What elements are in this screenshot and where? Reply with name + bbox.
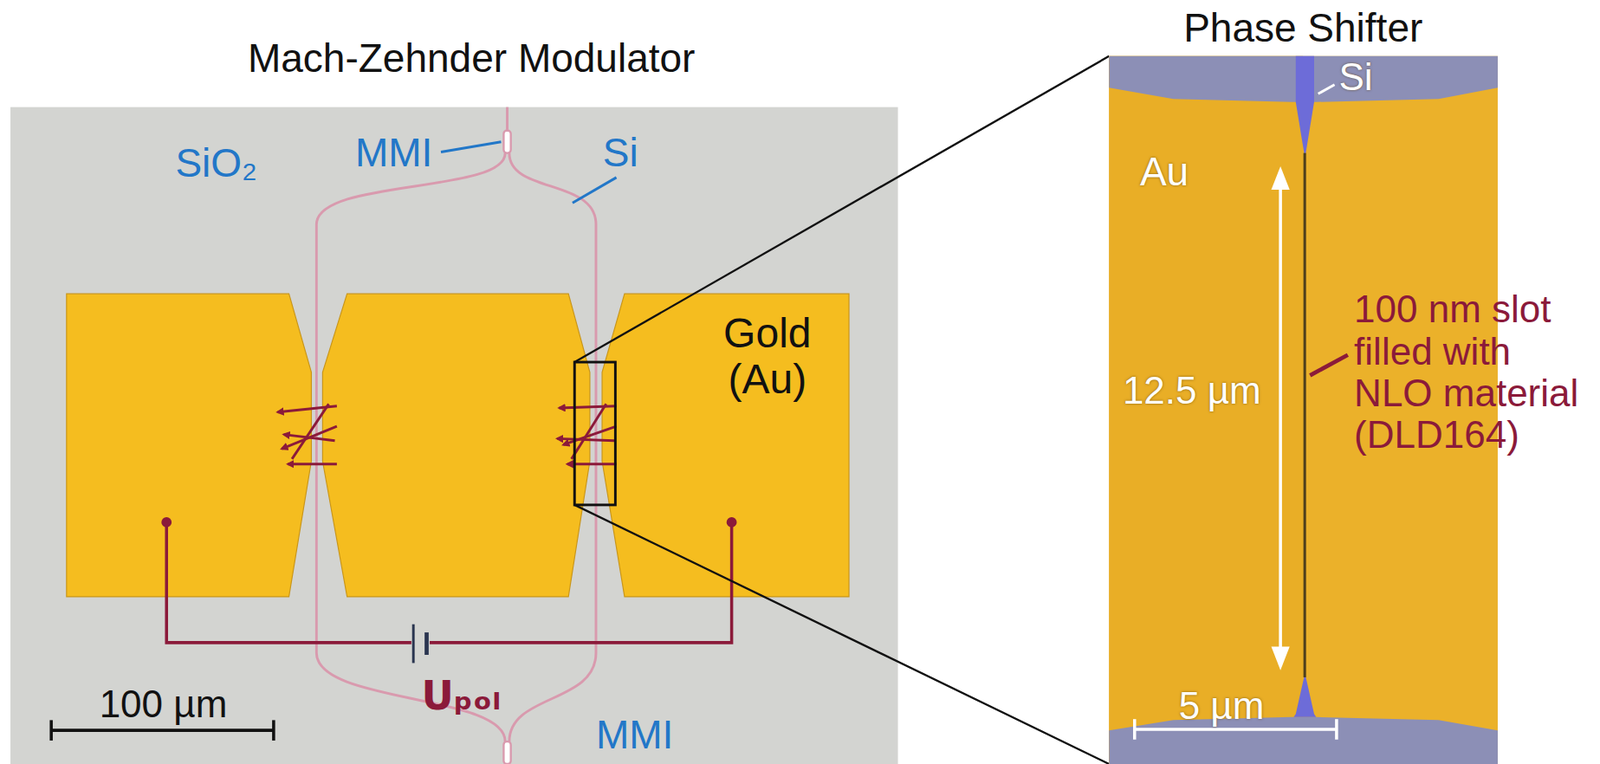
- scale-label: 5 µm: [1178, 685, 1265, 727]
- panel-title: Phase Shifter: [1183, 6, 1423, 51]
- mmi-combiner: [503, 741, 511, 764]
- si-taper: [1293, 673, 1316, 718]
- leader-line: [572, 177, 617, 203]
- mmi-splitter: [503, 130, 511, 154]
- leader-line: [440, 142, 501, 153]
- zoom-line: [574, 505, 1109, 764]
- sio2-background: [10, 107, 898, 764]
- nlo-slot: [1303, 153, 1307, 678]
- leader-line: [1309, 355, 1348, 376]
- part-label: MMI: [355, 130, 433, 175]
- voltage-label: Uₚₒₗ: [421, 673, 501, 719]
- material-label: Si: [602, 130, 639, 175]
- battery-plate: [412, 624, 415, 664]
- si-waveguides: [316, 107, 596, 742]
- battery-plate: [424, 632, 429, 655]
- material-label: Gold (Au): [693, 310, 842, 403]
- material-label: SiO₂: [174, 141, 258, 186]
- dimension-arrow: [1271, 166, 1290, 671]
- poling-field-arrows: [278, 403, 617, 464]
- material-label: Si: [1338, 56, 1373, 98]
- part-label: MMI: [595, 712, 674, 758]
- zoom-line: [574, 56, 1109, 363]
- zoom-box: [574, 362, 616, 506]
- contact-dot: [726, 517, 738, 528]
- leader-line: [1318, 84, 1335, 95]
- sem-substrate: [1108, 717, 1498, 764]
- callout-label: 100 nm slot filled with NLO material (DL…: [1353, 288, 1588, 457]
- scale-label: 100 µm: [99, 683, 228, 726]
- sem-gold-left: [1108, 56, 1303, 764]
- material-label: Au: [1140, 149, 1189, 195]
- dimension-label: 12.5 µm: [1122, 369, 1262, 412]
- si-taper: [1295, 56, 1315, 159]
- contact-dot: [161, 517, 172, 528]
- panel-title: Mach-Zehnder Modulator: [247, 36, 695, 81]
